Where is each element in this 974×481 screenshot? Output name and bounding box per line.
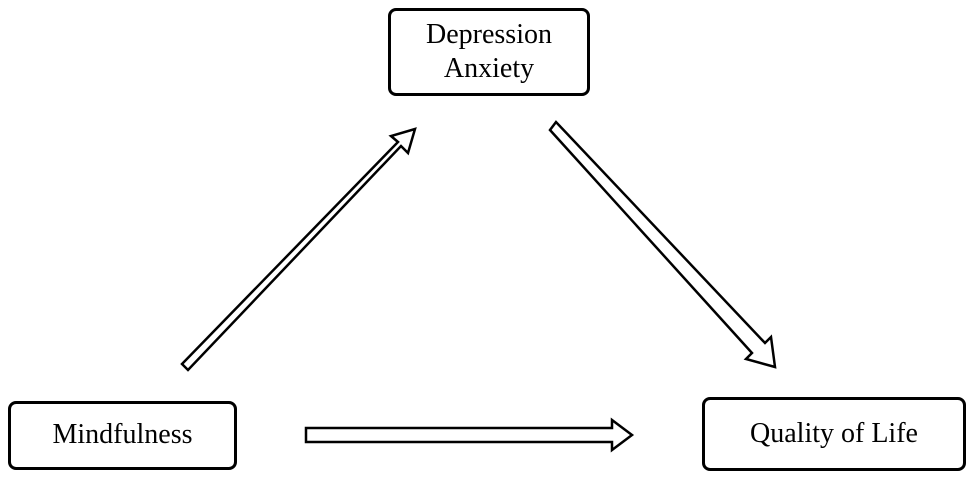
outcome-label: Quality of Life xyxy=(750,417,918,449)
mediator-box-depression-anxiety: Depression Anxiety xyxy=(388,8,590,96)
arrow-mindfulness-to-depression-anxiety xyxy=(180,127,417,372)
mediator-label-line2: Anxiety xyxy=(443,53,535,84)
arrow-depression-anxiety-to-quality-of-life xyxy=(548,120,777,369)
arrow-mindfulness-to-quality-of-life xyxy=(304,417,635,453)
predictor-box-mindfulness: Mindfulness xyxy=(8,401,237,470)
outcome-box-quality-of-life: Quality of Life xyxy=(702,397,966,471)
predictor-label: Mindfulness xyxy=(52,419,193,451)
mediator-label-line1: Depression xyxy=(426,18,552,50)
